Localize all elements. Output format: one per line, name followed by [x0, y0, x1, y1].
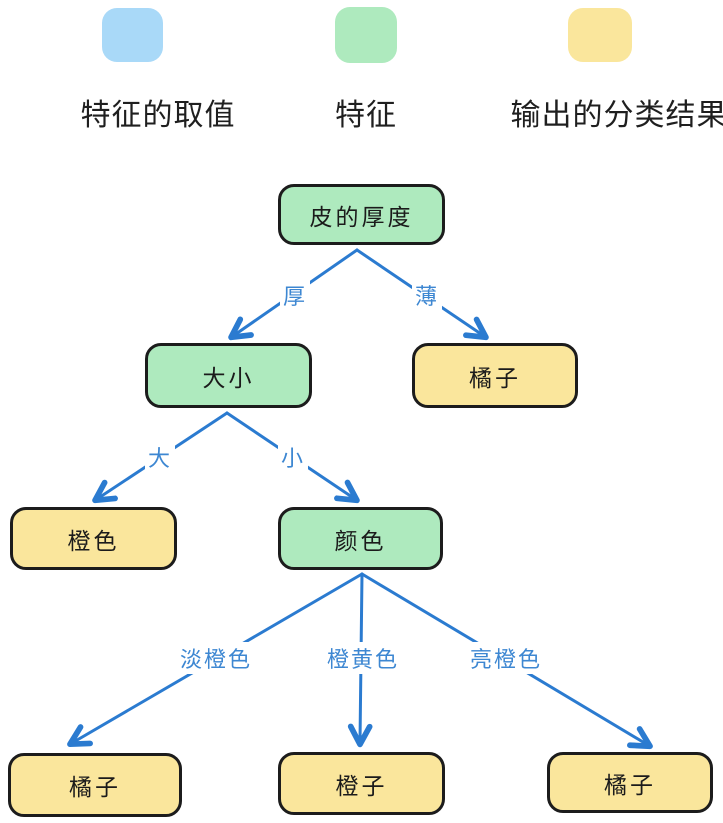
legend-label-output: 输出的分类结果	[510, 98, 723, 133]
node-orange-color: 橙色	[10, 507, 177, 570]
legend-label-feature-value: 特征的取值	[80, 98, 236, 133]
node-tangerine-right: 橘子	[412, 343, 578, 408]
legend-swatch-output	[568, 8, 632, 62]
edge-label-bright-orange: 亮橙色	[466, 642, 546, 674]
node-color: 颜色	[278, 507, 443, 570]
edge-label-light-orange: 淡橙色	[176, 642, 256, 674]
legend-swatch-feature	[335, 7, 397, 63]
edge-label-thin: 薄	[411, 279, 443, 311]
edge-label-small: 小	[277, 441, 309, 473]
edge-label-thick: 厚	[279, 279, 311, 311]
node-tangerine-far: 橘子	[547, 752, 713, 813]
node-tangerine-left: 橘子	[8, 753, 182, 817]
edge-label-orange-yellow: 橙黄色	[323, 642, 403, 674]
legend-swatch-feature-value	[102, 8, 163, 62]
legend-label-feature: 特征	[335, 98, 397, 133]
node-size: 大小	[145, 343, 312, 408]
node-skin-thickness: 皮的厚度	[278, 184, 445, 245]
node-orange-fruit: 橙子	[278, 752, 445, 815]
edge-label-big: 大	[144, 441, 176, 473]
